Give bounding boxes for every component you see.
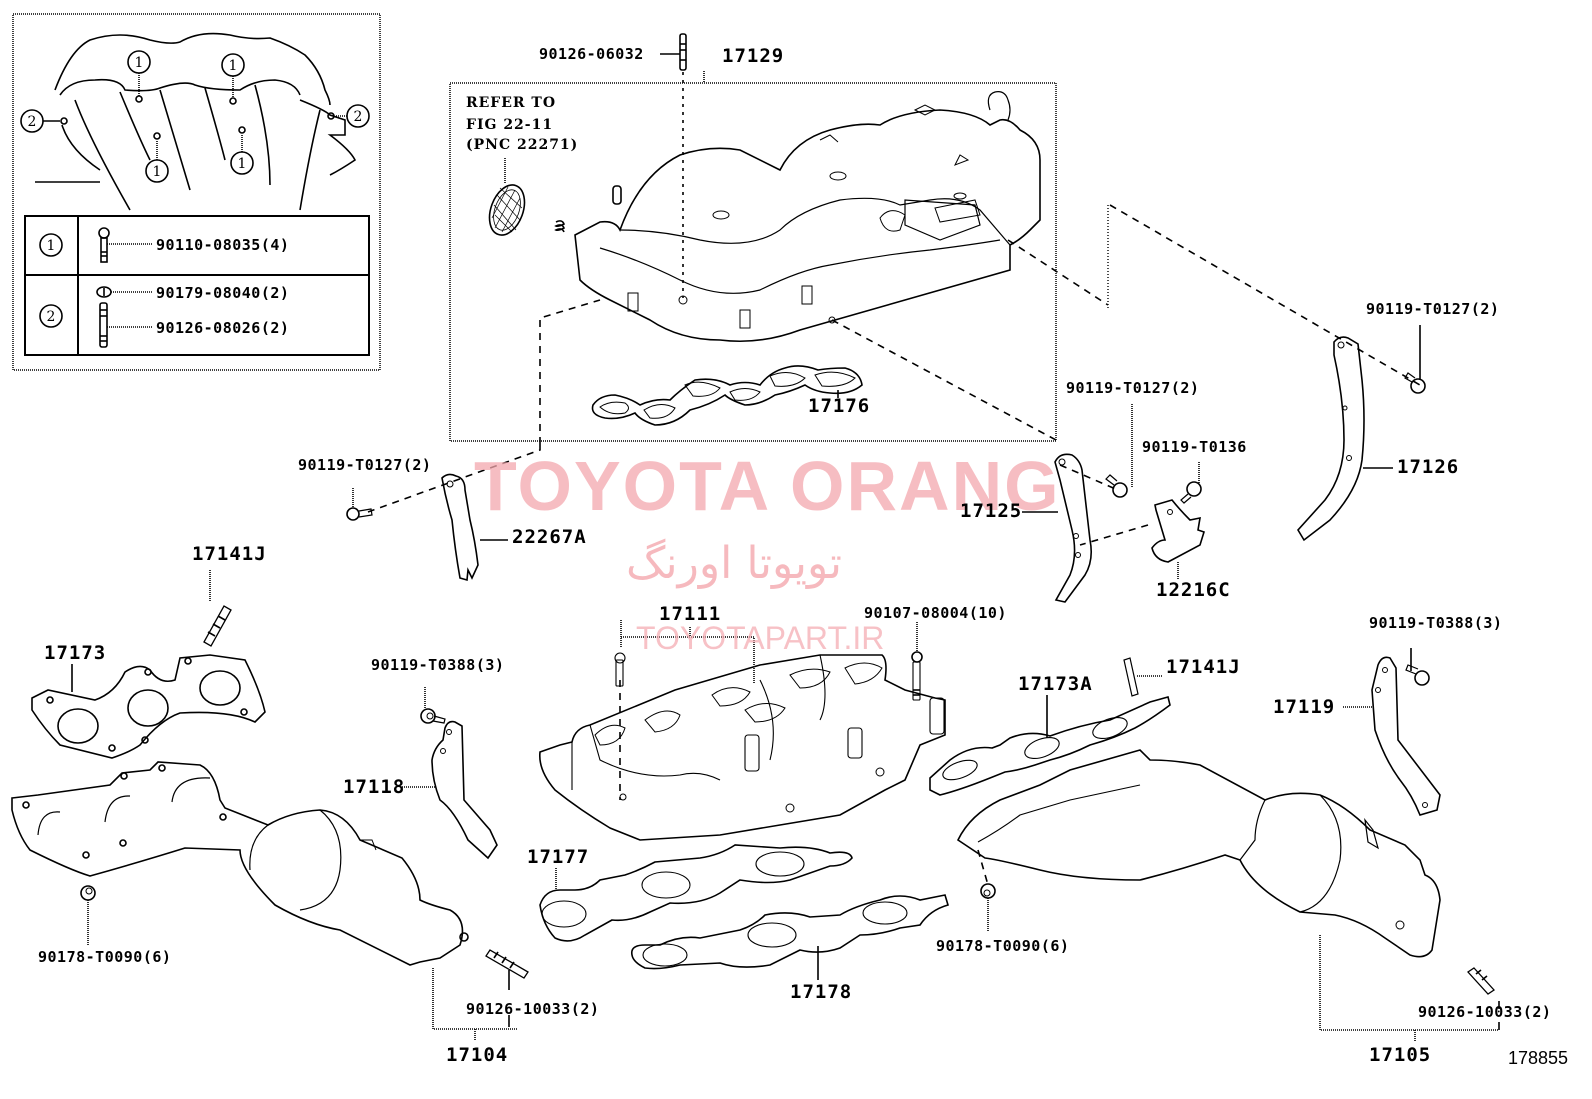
label-bracket-17126[interactable]: 17126: [1397, 456, 1460, 478]
label-bracket-17125[interactable]: 17125: [960, 500, 1023, 522]
label-stud-17141J-left[interactable]: 17141J: [192, 543, 267, 565]
label-intake-manifold-17129[interactable]: 17129: [722, 45, 785, 67]
label-bolt-90119-T0136[interactable]: 90119-T0136: [1142, 438, 1247, 456]
bolt-90119-T0127-right: [1404, 325, 1426, 394]
bracket-12216C-shape: [1151, 499, 1205, 580]
label-gasket-17177[interactable]: 17177: [527, 846, 590, 868]
inset-panel: 1 1 1 1 2 2 1 2: [12, 13, 381, 371]
refer-note-line2[interactable]: FIG 22-11: [466, 117, 554, 133]
gasket-17173-shape: [31, 654, 266, 759]
stay-17119-shape: [1343, 656, 1441, 816]
inset-callout-2a: 2: [20, 109, 68, 133]
figure-number: 178855: [1508, 1048, 1569, 1068]
inset-callout-1d: 1: [230, 126, 254, 175]
gasket-17177-shape: [539, 844, 853, 942]
svg-text:1: 1: [238, 156, 247, 172]
nut-90178-T0090-right: [980, 883, 996, 932]
filter-screen-part: [488, 158, 526, 236]
gasket-17176-shape: [591, 365, 863, 426]
label-bolt-90119-T0127-left[interactable]: 90119-T0127(2): [298, 456, 432, 474]
label-bracket-22267A[interactable]: 22267A: [512, 526, 587, 548]
inset-manifold-sketch: [35, 32, 357, 211]
label-bracket-12216C[interactable]: 12216C: [1156, 579, 1231, 601]
label-gasket-17178[interactable]: 17178: [790, 981, 853, 1003]
bracket-22267A-shape: [441, 473, 508, 582]
svg-text:2: 2: [28, 114, 37, 130]
label-stud-90126-10033-right[interactable]: 90126-10033(2): [1418, 1003, 1552, 1021]
bracket-17126-shape: [1297, 336, 1393, 542]
watermark-site: TOYOTAPART.IR: [636, 620, 885, 656]
inset-callout-1a: 1: [127, 50, 151, 103]
label-bolt-90119-T0388-right[interactable]: 90119-T0388(3): [1369, 614, 1503, 632]
exhaust-manifold-converter-17104: [11, 761, 469, 966]
bolt-90119-T0388-right: [1405, 648, 1430, 686]
bolt-icon: [98, 227, 153, 263]
legend-part-2a[interactable]: 90179-08040(2): [156, 284, 290, 302]
intake-manifold-body: [574, 109, 1041, 342]
assembly-dashed-lines: [367, 204, 1421, 886]
stud-90126-10033-right: [1467, 967, 1500, 1030]
spring-part: [554, 220, 566, 233]
nut-icon: [96, 286, 153, 298]
label-converter-17105[interactable]: 17105: [1369, 1044, 1432, 1066]
gasket-17173A-shape: [929, 695, 1171, 796]
label-stay-17118[interactable]: 17118: [343, 776, 406, 798]
legend-part-2b[interactable]: 90126-08026(2): [156, 319, 290, 337]
stud-17141J-right: [1123, 657, 1162, 697]
label-gasket-17176[interactable]: 17176: [808, 395, 871, 417]
label-bolt-90107-08004[interactable]: 90107-08004(10): [864, 604, 1007, 622]
refer-note-line3: (PNC 22271): [466, 137, 579, 153]
label-stud-90126-10033-left[interactable]: 90126-10033(2): [466, 1000, 600, 1018]
label-bolt-90119-T0127-mid[interactable]: 90119-T0127(2): [1066, 379, 1200, 397]
label-nut-90178-T0090-right[interactable]: 90178-T0090(6): [936, 937, 1070, 955]
plenum-17111-shape: [538, 620, 946, 841]
legend-key-1: 1: [47, 238, 56, 254]
bracket-17125-shape: [1022, 453, 1092, 603]
bolt-90119-T0127-left: [346, 488, 373, 521]
inset-legend-table: 1 2: [24, 215, 370, 356]
nut-90178-T0090-left: [80, 885, 96, 945]
stud-17141J-left: [203, 570, 232, 647]
exhaust-manifold-converter-17105: [956, 749, 1441, 958]
svg-text:2: 2: [354, 109, 363, 125]
watermark-brand-persian: تویوتا اورنگ: [626, 538, 842, 589]
label-stay-17119[interactable]: 17119: [1273, 696, 1336, 718]
legend-key-2: 2: [47, 309, 56, 325]
inset-callout-1b: 1: [221, 53, 245, 105]
gasket-17178-shape: [630, 894, 950, 980]
label-stud-17141J-right[interactable]: 17141J: [1166, 656, 1241, 678]
bolt-90107-08004: [911, 622, 923, 701]
inset-callout-2b: 2: [327, 104, 370, 128]
label-plenum-17111[interactable]: 17111: [659, 603, 722, 625]
bolt-90119-T0127-mid: [1105, 404, 1133, 498]
label-stud-90126-06032[interactable]: 90126-06032: [539, 45, 644, 63]
label-bolt-90119-T0388-left[interactable]: 90119-T0388(3): [371, 656, 505, 674]
svg-text:1: 1: [229, 58, 238, 74]
label-gasket-17173A[interactable]: 17173A: [1018, 673, 1093, 695]
inset-callout-1c: 1: [145, 132, 169, 183]
watermark-brand: TOYOTA ORANG: [474, 447, 1061, 525]
label-bolt-90119-T0127-right[interactable]: 90119-T0127(2): [1366, 300, 1500, 318]
pin-part: [612, 185, 622, 205]
intake-manifold-group: [449, 33, 1057, 442]
bolt-90119-T0388-left: [420, 687, 446, 724]
label-gasket-17173[interactable]: 17173: [44, 642, 107, 664]
legend-part-1[interactable]: 90110-08035(4): [156, 236, 290, 254]
refer-note-line1: REFER TO: [466, 95, 557, 111]
stud-icon: [99, 302, 153, 348]
label-nut-90178-T0090-left[interactable]: 90178-T0090(6): [38, 948, 172, 966]
stud-90126-10033-left: [485, 949, 529, 1027]
stud-90126-06032: [660, 33, 687, 298]
bracket-line-17104: [432, 968, 517, 1040]
bolt-90119-T0136: [1180, 462, 1202, 504]
callout-num: 1: [135, 55, 144, 71]
label-converter-17104[interactable]: 17104: [446, 1044, 509, 1066]
stay-17118-shape: [402, 720, 498, 860]
bracket-line-17105: [1319, 935, 1499, 1042]
svg-text:1: 1: [153, 164, 162, 180]
